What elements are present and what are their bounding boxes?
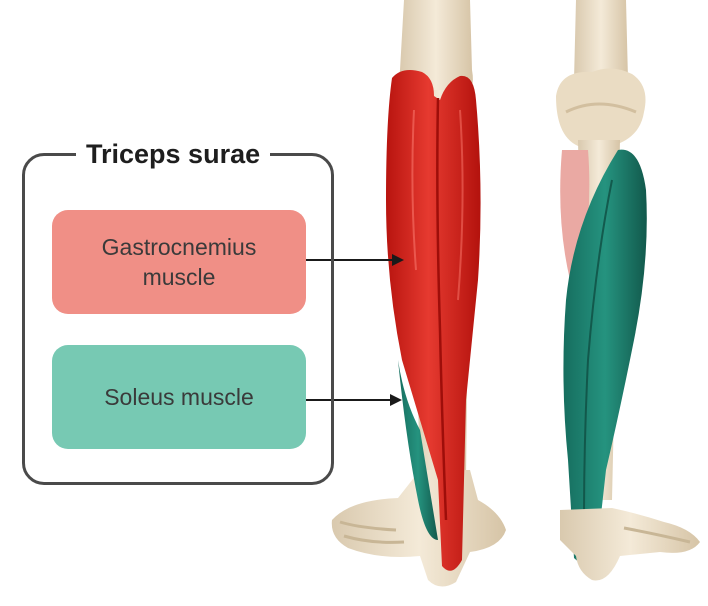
left-leg-illustration bbox=[332, 0, 506, 587]
group-title: Triceps surae bbox=[76, 138, 270, 170]
soleus-label: Soleus muscle bbox=[52, 345, 306, 449]
gastrocnemius-label-text: Gastrocnemius muscle bbox=[102, 232, 257, 292]
soleus-label-text: Soleus muscle bbox=[104, 382, 254, 412]
gastrocnemius-label: Gastrocnemius muscle bbox=[52, 210, 306, 314]
right-leg-illustration bbox=[556, 0, 700, 581]
